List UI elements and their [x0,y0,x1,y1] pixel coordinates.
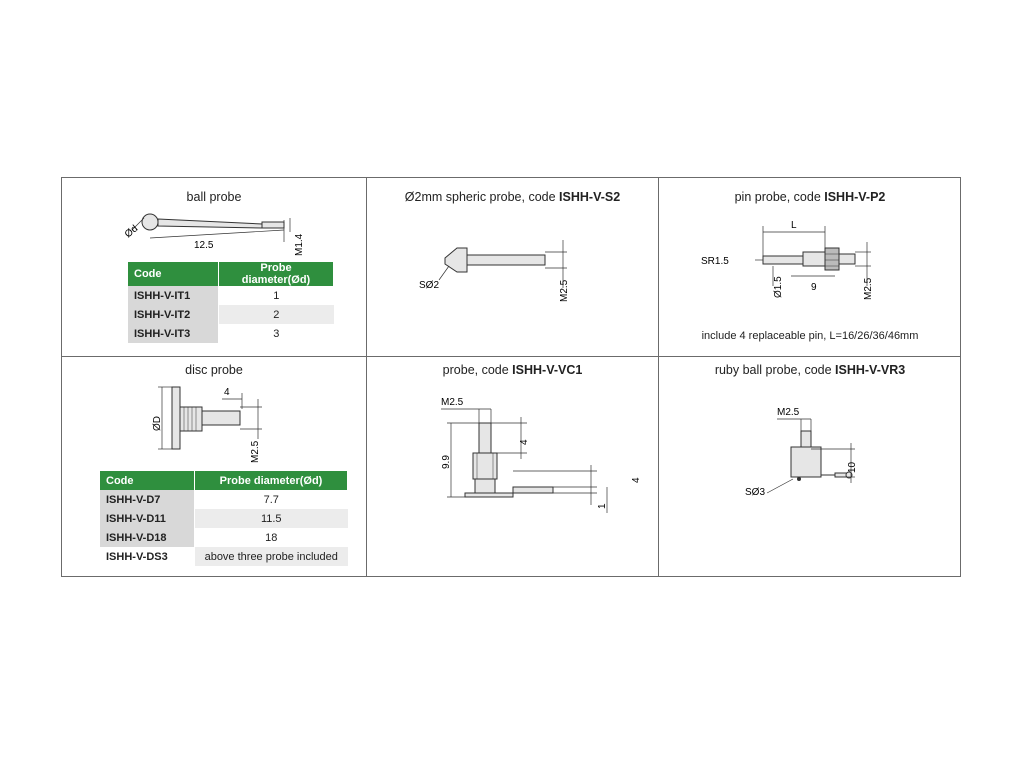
vc1-probe-drawing: M2.5 9.9 4 4 1 [441,397,642,513]
grid-divider [366,178,367,576]
title-text: Ø2mm spheric probe, code [404,190,560,204]
cell-title: ruby ball probe, code ISHH-V-VR3 [659,363,961,377]
cell-title: probe, code ISHH-V-VC1 [367,363,658,377]
grid-divider [62,356,960,357]
title-code: ISHH-V-VR3 [835,363,906,377]
cell-ruby-ball-probe: ruby ball probe, code ISHH-V-VR3 M2.5 10… [659,357,961,577]
pin-probe-drawing: L SR1.5 Ø1.5 9 M2.5 [701,220,874,300]
dim-height: 10 [847,461,858,473]
title-code: ISHH-V-S2 [559,190,621,204]
row-code: ISHH-V-IT1 [128,286,219,305]
dim-ball: Ød [123,223,140,240]
row-code: ISHH-V-D11 [100,509,195,528]
grid-divider [658,178,659,576]
row-value: 1 [218,286,334,305]
title-code: ISHH-V-VC1 [512,363,583,377]
disc-probe-table: Code Probe diameter(Ød) ISHH-V-D7 7.7 IS… [100,471,348,566]
dim-thread: M2.5 [441,397,464,408]
table-row: ISHH-V-D11 11.5 [100,509,348,528]
cell-title: pin probe, code ISHH-V-P2 [659,190,961,204]
cell-ball-probe: ball probe Ød 12.5 M1.4 Code Probe diame… [62,178,366,356]
probe-spec-sheet: ball probe Ød 12.5 M1.4 Code Probe diame… [61,177,961,577]
dim-four-right: 4 [631,477,642,483]
dim-thread: M2.5 [250,440,261,463]
table-row: ISHH-V-IT2 2 [128,305,334,324]
vr3-probe-drawing: M2.5 10 SØ3 [745,407,858,498]
dim-one: 1 [597,503,608,509]
spheric-probe-drawing: SØ2 M2.5 [419,240,570,302]
row-code: ISHH-V-D7 [100,490,195,509]
dim-thread: M2.5 [559,279,570,302]
table-row: ISHH-V-D18 18 [100,528,348,547]
table-row: ISHH-V-IT3 3 [128,324,334,343]
dim-height: 9.9 [441,455,452,469]
cell-spheric-probe: Ø2mm spheric probe, code ISHH-V-S2 SØ2 M… [367,178,658,356]
cell-title: ball probe [186,190,242,204]
col-header-code: Code [128,262,219,286]
title-text: pin probe, code [734,190,825,204]
table-row: ISHH-V-IT1 1 [128,286,334,305]
title-text: probe, code [442,363,513,377]
col-header-diameter: Probe diameter(Ød) [194,471,348,490]
row-value: 7.7 [194,490,348,509]
row-value: 18 [194,528,348,547]
dim-length: L [791,220,797,231]
title-code: ISHH-V-P2 [824,190,886,204]
col-header-diameter: Probe diameter(Ød) [218,262,334,286]
disc-probe-drawing: 4 M2.5 ØD [152,386,262,463]
dim-radius: SR1.5 [701,256,729,267]
dim-four-top: 4 [519,439,530,445]
table-row: ISHH-V-D7 7.7 [100,490,348,509]
ball-probe-drawing: Ød 12.5 M1.4 [123,213,305,256]
row-code: ISHH-V-IT3 [128,324,219,343]
cell-title: disc probe [185,363,243,377]
dim-pin: Ø1.5 [773,276,784,298]
dim-nine: 9 [811,282,817,293]
dim-thread: M2.5 [777,407,800,418]
dim-length: 12.5 [194,240,214,251]
col-header-code: Code [100,471,195,490]
row-code: ISHH-V-DS3 [100,547,195,566]
row-value: 2 [218,305,334,324]
dim-sphere: SØ3 [745,487,765,498]
row-code: ISHH-V-D18 [100,528,195,547]
cell-pin-probe: pin probe, code ISHH-V-P2 L SR1.5 Ø1.5 9… [659,178,961,356]
dim-diameter: ØD [152,416,163,431]
row-value: above three probe included [194,547,348,566]
dim-thread: M1.4 [294,233,305,256]
dim-four: 4 [224,387,230,398]
ball-probe-table: Code Probe diameter(Ød) ISHH-V-IT1 1 ISH… [128,262,334,343]
cell-title: Ø2mm spheric probe, code ISHH-V-S2 [367,190,658,204]
cell-probe-vc1: probe, code ISHH-V-VC1 M2.5 9.9 4 [367,357,658,577]
row-value: 11.5 [194,509,348,528]
cell-disc-probe: disc probe 4 M2.5 ØD Code Probe diamete [62,357,366,577]
title-text: ruby ball probe, code [714,363,836,377]
table-row: ISHH-V-DS3 above three probe included [100,547,348,566]
row-code: ISHH-V-IT2 [128,305,219,324]
pin-note: include 4 replaceable pin, L=16/26/36/46… [701,330,919,342]
dim-thread: M2.5 [863,277,874,300]
dim-sphere: SØ2 [419,280,439,291]
row-value: 3 [218,324,334,343]
